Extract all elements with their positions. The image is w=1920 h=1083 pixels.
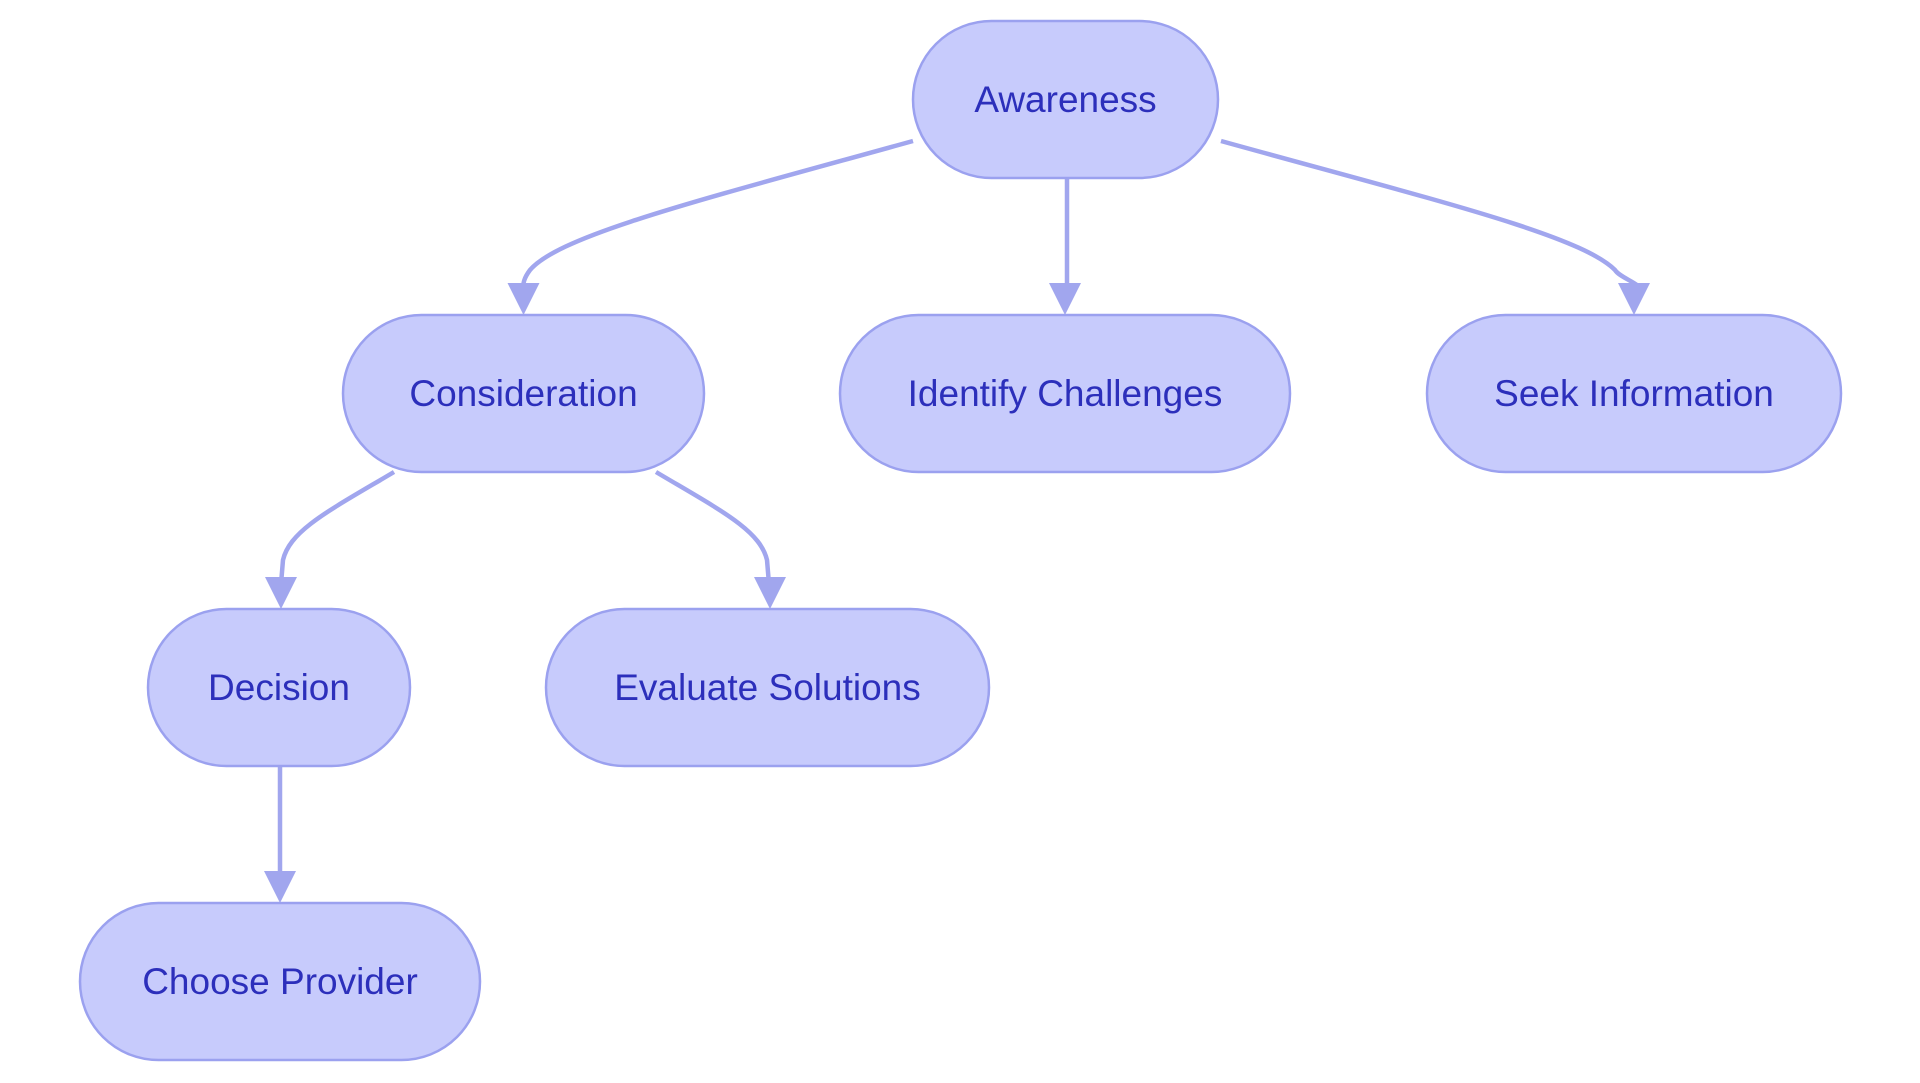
node-consideration[interactable]: Consideration <box>341 313 706 474</box>
node-shape[interactable] <box>911 19 1220 180</box>
edge-consideration-evaluate <box>654 470 786 609</box>
node-label: Consideration <box>409 373 637 414</box>
node-decision[interactable]: Decision <box>146 607 412 768</box>
edge-awareness-consideration <box>507 138 914 315</box>
node-shape[interactable] <box>544 607 991 768</box>
arrowhead-icon <box>265 577 297 609</box>
node-choose[interactable]: Choose Provider <box>78 901 482 1062</box>
edge-decision-choose <box>264 766 296 903</box>
node-label: Seek Information <box>1494 373 1774 414</box>
node-label: Choose Provider <box>142 961 418 1002</box>
node-label: Evaluate Solutions <box>614 667 920 708</box>
arrowhead-icon <box>1049 283 1081 315</box>
node-label: Identify Challenges <box>908 373 1223 414</box>
node-awareness[interactable]: Awareness <box>911 19 1220 180</box>
arrowhead-icon <box>507 283 540 315</box>
edge-line <box>1220 138 1643 291</box>
node-shape[interactable] <box>146 607 412 768</box>
edge-awareness-identify <box>1049 178 1081 315</box>
node-shape[interactable] <box>1425 313 1843 474</box>
edge-line <box>654 470 772 585</box>
node-shape[interactable] <box>78 901 482 1062</box>
node-seek[interactable]: Seek Information <box>1425 313 1843 474</box>
arrowhead-icon <box>264 871 296 903</box>
node-shape[interactable] <box>838 313 1292 474</box>
node-label: Awareness <box>974 79 1156 120</box>
edges-layer <box>264 138 1650 903</box>
arrowhead-icon <box>1618 283 1650 315</box>
node-shape[interactable] <box>341 313 706 474</box>
edge-line <box>520 138 914 291</box>
arrowhead-icon <box>754 577 786 609</box>
node-identify[interactable]: Identify Challenges <box>838 313 1292 474</box>
node-label: Decision <box>208 667 350 708</box>
edge-awareness-seek <box>1220 138 1650 315</box>
node-evaluate[interactable]: Evaluate Solutions <box>544 607 991 768</box>
edge-line <box>278 470 396 585</box>
edge-consideration-decision <box>265 470 396 609</box>
